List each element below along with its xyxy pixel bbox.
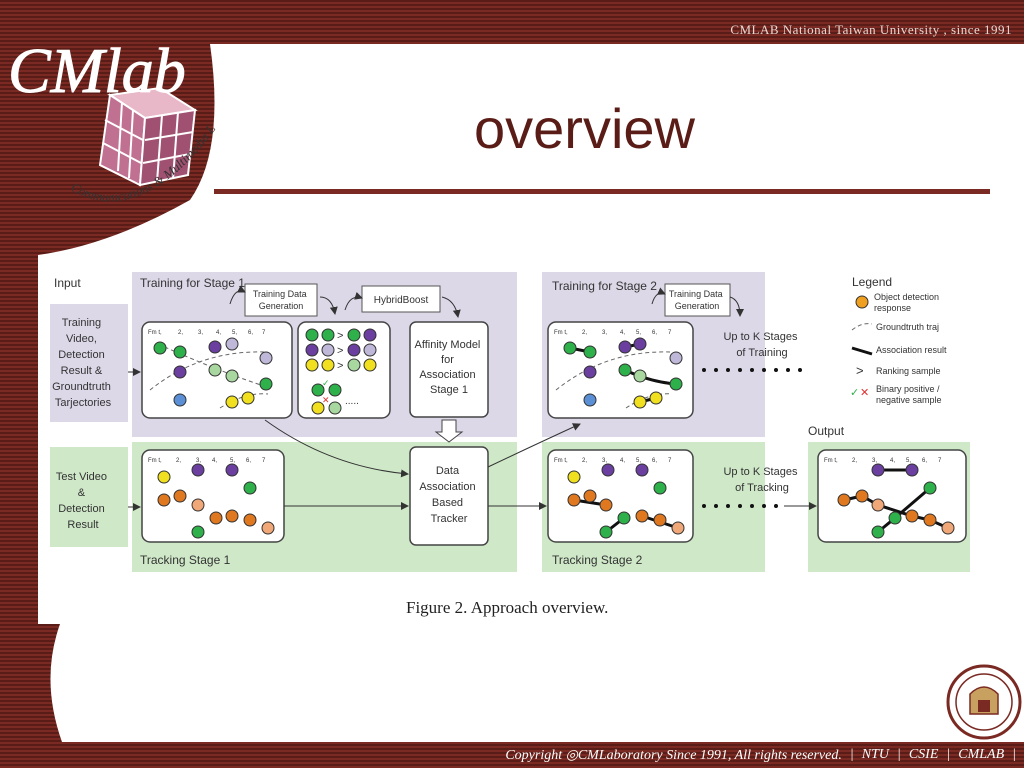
svg-text:✓: ✓ — [322, 378, 330, 388]
svg-text:>: > — [337, 345, 343, 357]
footer-link-cmlab[interactable]: CMLAB — [958, 747, 1005, 762]
figure-caption: Figure 2. Approach overview. — [406, 598, 609, 617]
output-label: Output — [808, 424, 845, 438]
frame-panel-training-2: Fm t,2,3,4,5,6,7 — [547, 321, 694, 419]
up-to-k-tracking-text: Up to K Stages of Tracking — [723, 466, 800, 494]
affinity-model-box — [409, 321, 489, 418]
footer-copyright: Copyright ◎CMLaboratory Since 1991, All … — [505, 747, 842, 763]
training-stage1-label: Training for Stage 1 — [140, 276, 245, 290]
data-association-text: Data Association Based Tracker — [419, 465, 478, 525]
arrow-hb-out — [441, 296, 461, 318]
frame-panel-tracking-1: Fm t,2,3,4,5,6,7 — [141, 449, 285, 543]
university-seal-icon — [946, 664, 1022, 740]
arrow-tdg1-in — [229, 285, 246, 305]
arrow-train1-to-tracker — [264, 419, 409, 478]
frame-panel-training-1: Fm t,2,3,4,5,6,7 — [141, 321, 293, 419]
svg-text:.....: ..... — [345, 396, 359, 407]
dotted-continuation-tracking — [702, 504, 778, 508]
svg-text:Association result: Association result — [876, 345, 947, 355]
svg-text:>: > — [337, 330, 343, 342]
arrow-hb-in — [344, 291, 363, 311]
footer: Copyright ◎CMLaboratory Since 1991, All … — [505, 747, 1016, 763]
svg-text:✓: ✓ — [850, 387, 859, 399]
output-panel: Fm t,2,3,4,5,6,7 — [817, 449, 967, 543]
frame-panel-tracking-2: Fm t,2,3,4,5,6,7 — [547, 449, 694, 543]
arrow-tracker-to-train2 — [487, 423, 581, 468]
input-label: Input — [54, 276, 81, 290]
training-data-generation-text-1: Training Data Generation — [253, 289, 309, 311]
svg-text:Fm t,2,3,4,5,6,7: Fm t,2,3,4,5,6,7 — [148, 458, 266, 464]
slide-title: overview — [474, 97, 695, 160]
input-test-box — [50, 447, 128, 547]
training-data-generation-box-1 — [244, 283, 318, 317]
input-training-box — [50, 304, 128, 422]
svg-text:Ranking sample: Ranking sample — [876, 366, 941, 376]
arrow-tdg2-in — [651, 287, 666, 305]
header-text: CMLAB National Taiwan University , since… — [730, 22, 1012, 37]
footer-link-csie[interactable]: CSIE — [908, 747, 939, 762]
hybridboost-text: HybridBoost — [374, 295, 429, 306]
training-data-generation-text-2: Training Data Generation — [669, 289, 725, 311]
svg-text:Fm t,2,3,4,5,6,7: Fm t,2,3,4,5,6,7 — [554, 458, 672, 464]
tracking-stage2-label: Tracking Stage 2 — [552, 553, 643, 567]
svg-text:Fm t,2,3,4,5,6,7: Fm t,2,3,4,5,6,7 — [554, 330, 672, 336]
svg-text:Fm t,2,3,4,5,6,7: Fm t,2,3,4,5,6,7 — [148, 330, 266, 336]
svg-text:>: > — [337, 360, 343, 372]
svg-text:Groundtruth traj: Groundtruth traj — [876, 322, 939, 332]
rubik-cube-icon — [98, 86, 198, 187]
svg-text:Fm t,2,3,4,5,6,7: Fm t,2,3,4,5,6,7 — [824, 458, 942, 464]
input-test-text: Test Video & Detection Result — [56, 471, 110, 531]
footer-link-ntu[interactable]: NTU — [861, 747, 889, 762]
affinity-model-text: Affinity Model for Association Stage 1 — [415, 339, 484, 396]
dotted-continuation-training — [702, 368, 802, 372]
input-training-text: Training Video, Detection Result & Groun… — [52, 317, 114, 409]
tracking-stage1-label: Tracking Stage 1 — [140, 553, 231, 567]
hybridboost-box — [361, 285, 441, 313]
logo-text: CMlab — [8, 35, 186, 106]
legend-title: Legend — [852, 275, 892, 289]
svg-text:Binary positive /negative samp: Binary positive /negative sample — [876, 384, 942, 405]
svg-text:>: > — [856, 363, 864, 378]
title-underline — [214, 189, 990, 194]
training-data-generation-box-2 — [664, 283, 731, 317]
arrow-tdg1-out — [319, 296, 338, 315]
svg-text:✕: ✕ — [322, 395, 330, 405]
ranking-samples-panel: > > > ✓ ✕ ..... — [297, 321, 391, 419]
cmlab-logo: CMlab Communications & Multimedia Labora… — [0, 0, 218, 205]
data-association-box — [409, 446, 489, 546]
approach-overview-diagram: Input Training Video, Detection Result &… — [50, 272, 970, 572]
arrow-tdg2-out — [729, 296, 744, 317]
up-to-k-training-text: Up to K Stages of Training — [723, 331, 800, 359]
svg-text:✕: ✕ — [860, 387, 869, 399]
training-stage2-label: Training for Stage 2 — [552, 279, 657, 293]
hollow-down-arrow — [434, 419, 464, 443]
